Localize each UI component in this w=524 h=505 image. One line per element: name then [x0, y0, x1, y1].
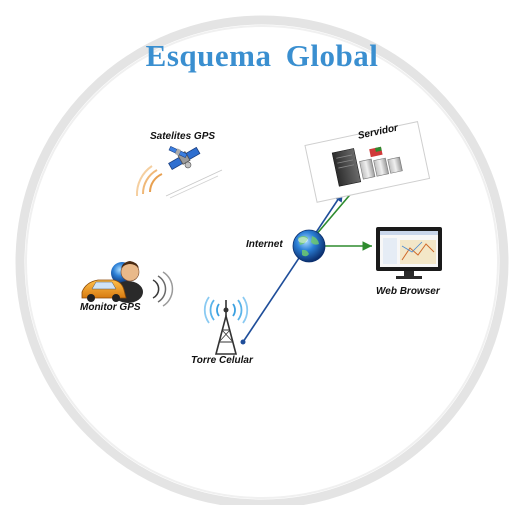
tower-label: Torre Celular — [191, 355, 253, 366]
link-internet-to-server — [314, 189, 355, 237]
globe-icon — [292, 229, 326, 263]
web-browser-icon — [376, 227, 442, 279]
car-person-icon — [81, 261, 174, 307]
internet-label: Internet — [246, 239, 283, 250]
monitor-gps-label: Monitor GPS — [80, 302, 141, 313]
link-tower-to-server — [242, 191, 344, 343]
satellite-icon — [135, 145, 223, 199]
server-icon — [304, 121, 431, 203]
outer-ring — [15, 15, 509, 505]
tower-icon — [203, 296, 249, 355]
satellites-label: Satelites GPS — [150, 131, 216, 142]
diagram-title: Esquema Global — [145, 38, 379, 73]
web-browser-label: Web Browser — [376, 286, 440, 297]
connection-lines — [240, 187, 372, 345]
